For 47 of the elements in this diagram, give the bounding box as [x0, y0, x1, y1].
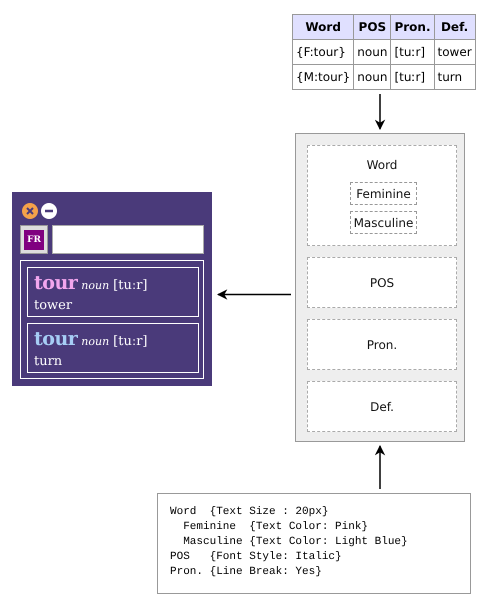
header-cell: Pron.	[390, 14, 434, 40]
table-cell: [tuːr]	[390, 64, 434, 90]
headword: tour	[34, 272, 78, 294]
part-of-speech: noun	[81, 335, 110, 348]
definition: tower	[34, 298, 72, 313]
table-cell: {F:tour}	[292, 40, 354, 64]
code-line: POS {Font Style: Italic}	[170, 550, 342, 565]
field-label: Word	[366, 158, 398, 172]
pronunciation: [tuːr]	[113, 334, 148, 349]
field-box	[307, 257, 457, 308]
field-label: Masculine	[354, 216, 414, 230]
arrow	[374, 444, 386, 489]
definition: turn	[34, 354, 62, 369]
part-of-speech: noun	[81, 279, 110, 292]
code-line: Word {Text Size : 20px}	[170, 505, 328, 520]
table-cell: noun	[354, 40, 391, 64]
popup-window	[12, 192, 212, 386]
code-line: Feminine {Text Color: Pink}	[182, 520, 368, 535]
header-cell: Def.	[434, 14, 476, 40]
code-line: Pron. {Line Break: Yes}	[170, 565, 322, 580]
field-label: Feminine	[356, 186, 411, 200]
headword: tour	[34, 328, 78, 350]
field-label: Pron.	[366, 338, 398, 352]
entry-card	[27, 323, 199, 373]
table-cell: turn	[434, 64, 476, 90]
arrow	[216, 289, 291, 300]
field-box	[307, 145, 457, 246]
table-cell: {M:tour}	[292, 64, 354, 90]
table-cell: [tuːr]	[390, 40, 434, 64]
header-cell: Word	[292, 14, 354, 40]
code-line: Masculine {Text Color: Light Blue}	[182, 535, 408, 550]
field-label: POS	[370, 276, 394, 290]
pronunciation: [tuːr]	[113, 278, 148, 293]
arrow	[374, 94, 386, 130]
field-box	[307, 319, 457, 370]
code-box	[157, 493, 471, 594]
field-box	[350, 182, 417, 205]
field-box	[350, 211, 417, 234]
results-list	[20, 260, 204, 379]
template-panel	[295, 133, 465, 442]
table-cell: tower	[434, 40, 476, 64]
table-cell: noun	[354, 64, 391, 90]
header-cell: POS	[354, 14, 391, 40]
language-button: FR	[20, 225, 48, 254]
entry-card	[27, 267, 199, 317]
field-label: Def.	[370, 400, 394, 414]
field-box	[307, 381, 457, 432]
